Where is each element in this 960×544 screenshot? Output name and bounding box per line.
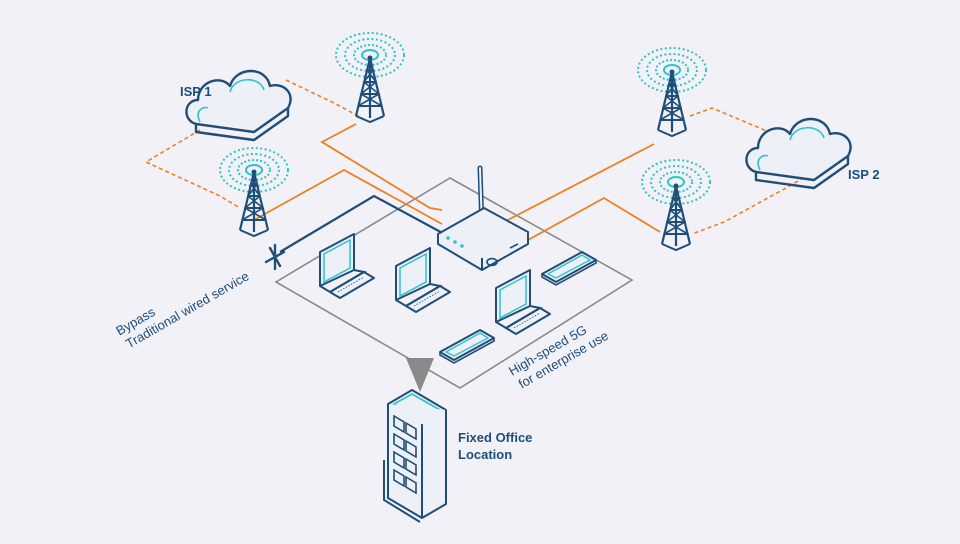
cell-tower-icon	[637, 47, 707, 138]
router-icon	[437, 165, 529, 271]
isp1-cloud-icon	[185, 69, 292, 142]
cell-tower-icon	[219, 147, 289, 238]
laptop-icon	[319, 233, 375, 299]
bypass-label: Bypass Traditional wired service	[113, 268, 251, 351]
isp2-label: ISP 2	[848, 167, 880, 182]
office-building-icon	[383, 389, 447, 523]
isp1-label: ISP 1	[180, 84, 212, 99]
cut-mark-icon	[264, 243, 286, 271]
phone-icon	[439, 329, 495, 364]
isp-dashed-links	[144, 79, 811, 235]
wired-bypass-line	[279, 194, 449, 253]
laptop-icon	[495, 269, 551, 335]
cell-tower-icon	[641, 159, 711, 252]
office-label-line1: Fixed Office	[458, 430, 532, 445]
laptop-icon	[395, 247, 451, 313]
5g-solid-links	[253, 123, 661, 241]
office-label-line2: Location	[458, 447, 512, 462]
projection-beam	[406, 358, 434, 392]
tablet-icon	[541, 251, 597, 286]
